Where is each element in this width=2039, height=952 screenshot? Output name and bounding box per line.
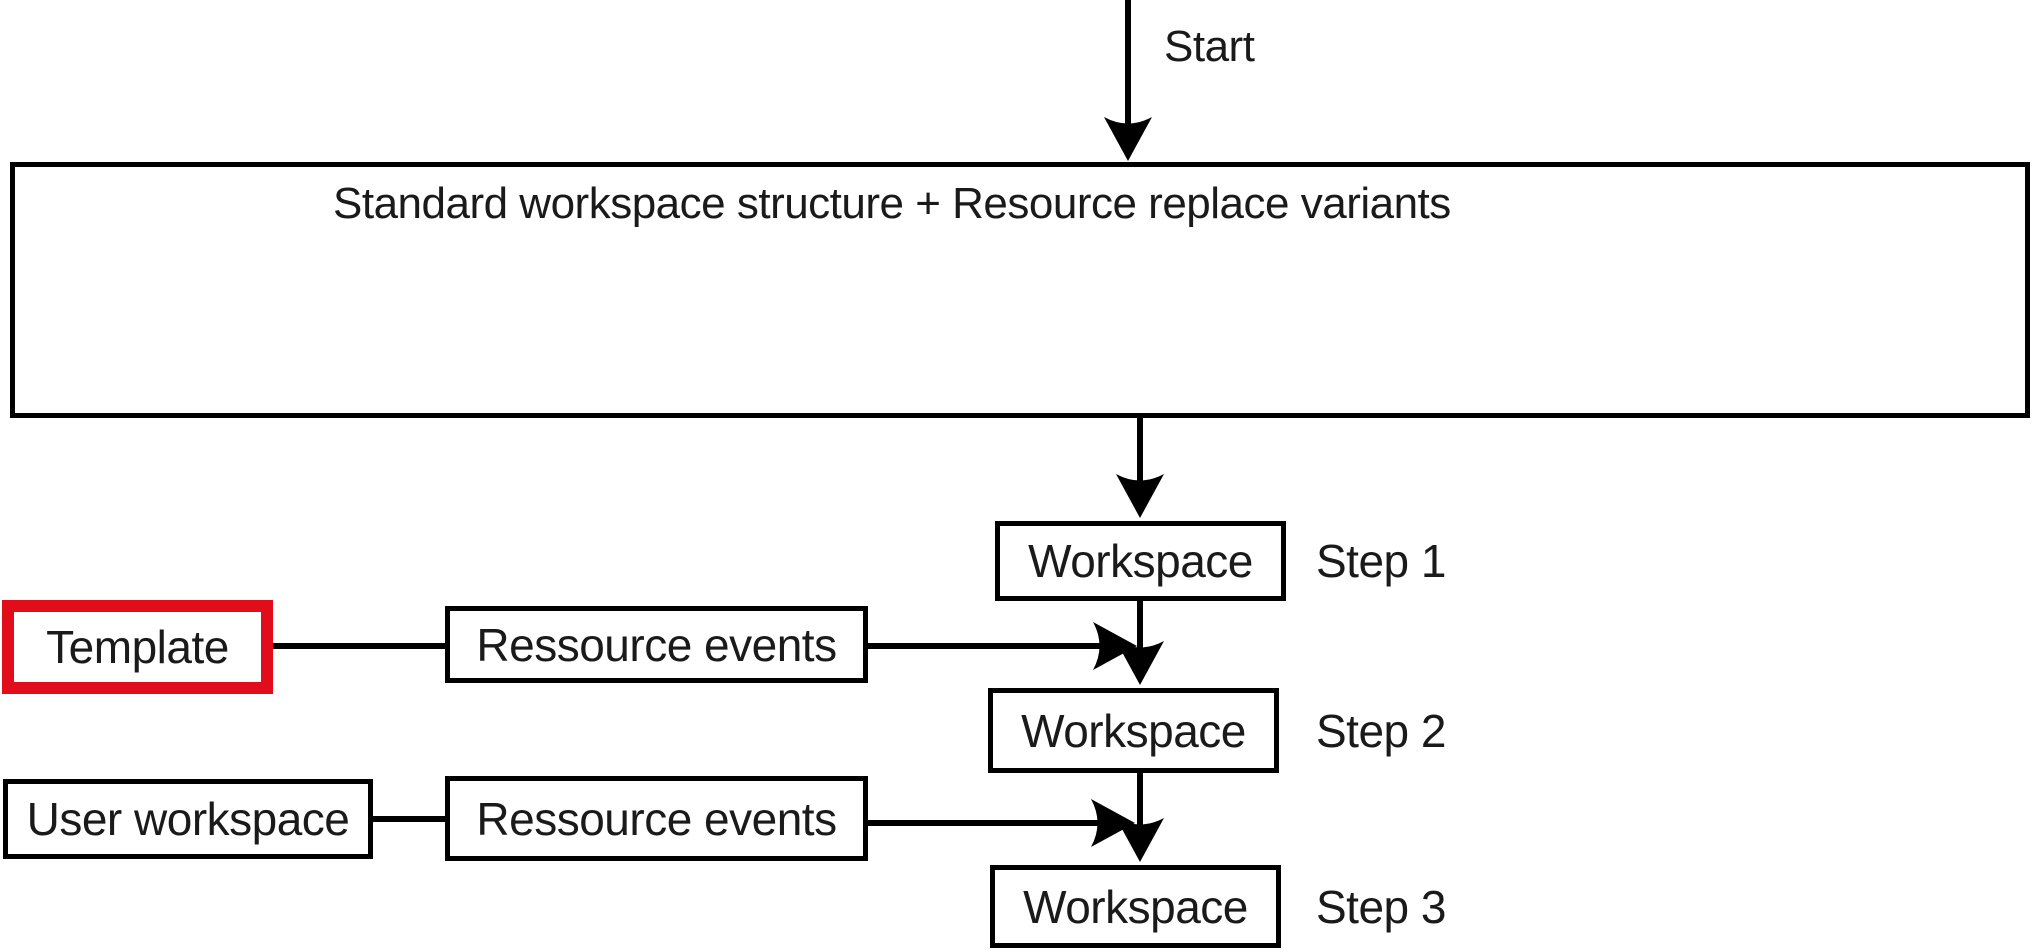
step1-arrowhead-icon [1116, 474, 1164, 518]
workspace-step3-label: Workspace [1023, 880, 1248, 933]
workspace-step2-box: Workspace [988, 688, 1279, 773]
template-box: Template [2, 600, 273, 694]
workspace-step3-box: Workspace [990, 865, 1281, 948]
start-arrowhead-icon [1104, 117, 1152, 161]
resource-events-2-label: Ressource events [476, 792, 837, 845]
main-box-label: Standard workspace structure + Resource … [333, 179, 1451, 228]
step3-label: Step 3 [1316, 880, 1447, 933]
events1-arrowhead-icon [1093, 622, 1137, 670]
template-label: Template [46, 621, 229, 673]
main-box: Standard workspace structure + Resource … [10, 162, 2030, 418]
start-label: Start [1164, 22, 1255, 71]
workspace-step2-label: Workspace [1021, 704, 1246, 757]
step2-label: Step 2 [1316, 704, 1447, 757]
user-workspace-label: User workspace [26, 793, 350, 845]
step1-label: Step 1 [1316, 535, 1447, 587]
step2-arrowhead-icon [1116, 641, 1164, 685]
resource-events-box-1: Ressource events [445, 606, 868, 683]
workspace-step1-label: Workspace [1028, 535, 1253, 587]
user-workspace-box: User workspace [3, 779, 373, 859]
events2-arrowhead-icon [1091, 799, 1135, 847]
resource-events-1-label: Ressource events [476, 618, 837, 671]
step3-arrowhead-icon [1116, 818, 1164, 862]
resource-events-box-2: Ressource events [445, 776, 868, 861]
workspace-step1-box: Workspace [995, 521, 1286, 601]
